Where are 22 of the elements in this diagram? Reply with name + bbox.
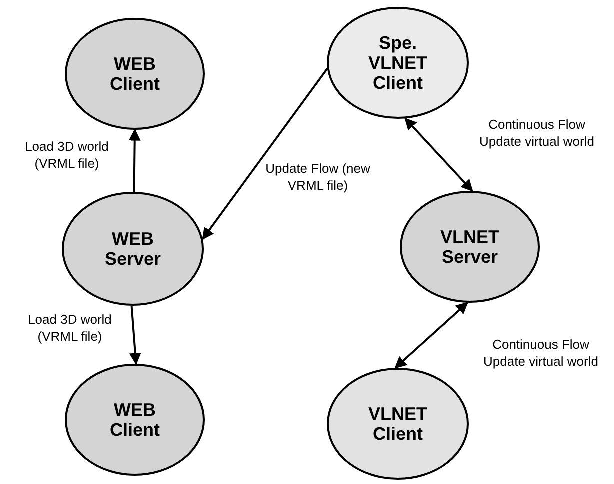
- edge-label: Update Flow (new VRML file): [266, 160, 370, 194]
- ellipse-node: [400, 191, 540, 303]
- edge-label: Load 3D world (VRML file): [24, 138, 110, 172]
- ellipse-node: [327, 7, 469, 119]
- node-label: VLNET Client: [367, 404, 428, 444]
- ellipse-node: [62, 192, 204, 306]
- arrow: [404, 118, 474, 192]
- ellipse-node: [65, 364, 205, 476]
- node-label: WEB Server: [104, 229, 162, 269]
- ellipse-node: [327, 368, 469, 480]
- node-label: WEB Client: [108, 54, 161, 94]
- arrow: [202, 68, 328, 240]
- edge-label: Continuous Flow Update virtual world: [478, 116, 596, 150]
- node-label: VLNET Server: [439, 227, 500, 267]
- node-label: Spe. VLNET Client: [367, 33, 428, 93]
- ellipse-node: [65, 18, 205, 130]
- arrow: [129, 306, 142, 366]
- edge-label: Load 3D world (VRML file): [27, 311, 113, 345]
- arrow: [394, 302, 468, 369]
- node-label: WEB Client: [108, 400, 161, 440]
- edge-label: Continuous Flow Update virtual world: [482, 336, 600, 370]
- arrow: [128, 128, 141, 192]
